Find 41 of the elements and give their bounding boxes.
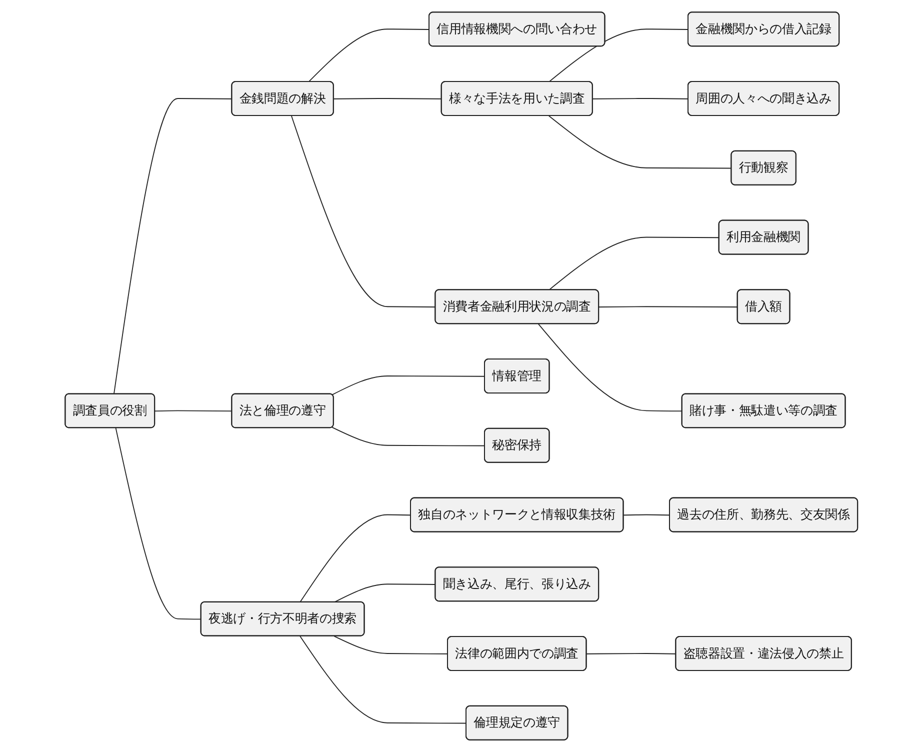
topic-node: 金銭問題の解決: [230, 81, 334, 116]
topic-node: 盗聴器設置・違法侵入の禁止: [674, 636, 852, 671]
topic-node: 情報管理: [484, 358, 550, 394]
topic-node: 利用金融機関: [718, 220, 808, 255]
topic-node: 調査員の役割: [64, 393, 155, 428]
connector-line: [333, 636, 448, 654]
topic-node: 過去の住所、勤務先、交友関係: [668, 497, 858, 532]
topic-node: 独自のネットワークと情報収集技術: [410, 497, 624, 532]
topic-node: 信用情報機関への問い合わせ: [428, 12, 605, 47]
connector-line: [548, 236, 720, 291]
topic-node: 法と倫理の遵守: [230, 393, 334, 428]
topic-node: 夜逃げ・行方不明者の捜索: [200, 601, 364, 636]
topic-node: 様々な手法を用いた調査: [440, 81, 593, 116]
connector-line: [592, 98, 688, 100]
topic-node: 聞き込み、尾行、張り込み: [434, 566, 599, 602]
connector-line: [538, 324, 682, 412]
connector-line: [333, 584, 436, 603]
topic-node: 借入額: [736, 289, 790, 324]
connector-line: [598, 306, 738, 308]
connector-line: [114, 428, 202, 620]
connector-line: [548, 28, 688, 82]
topic-node: 行動観察: [730, 150, 796, 186]
connector-line: [299, 636, 466, 724]
connector-line: [331, 376, 485, 396]
topic-node: 秘密保持: [484, 428, 550, 463]
topic-node: 法律の範囲内での調査: [446, 636, 586, 671]
connector-line: [332, 98, 442, 100]
connector-line: [113, 98, 232, 395]
topic-node: 周囲の人々への聞き込み: [687, 81, 840, 116]
topic-node: 倫理規定の遵守: [465, 705, 568, 740]
connector-line: [299, 514, 411, 603]
connector-line: [154, 410, 232, 412]
connector-line: [290, 115, 436, 308]
topic-node: 賭け事・無駄遣い等の調査: [680, 393, 846, 428]
topic-node: 金融機関からの借入記録: [687, 12, 840, 47]
connector-line: [586, 653, 676, 654]
connector-line: [331, 426, 485, 446]
connector-line: [548, 115, 732, 169]
connector-line: [622, 514, 670, 516]
connector-line: [308, 28, 430, 82]
topic-node: 消費者金融利用状況の調査: [434, 289, 599, 324]
